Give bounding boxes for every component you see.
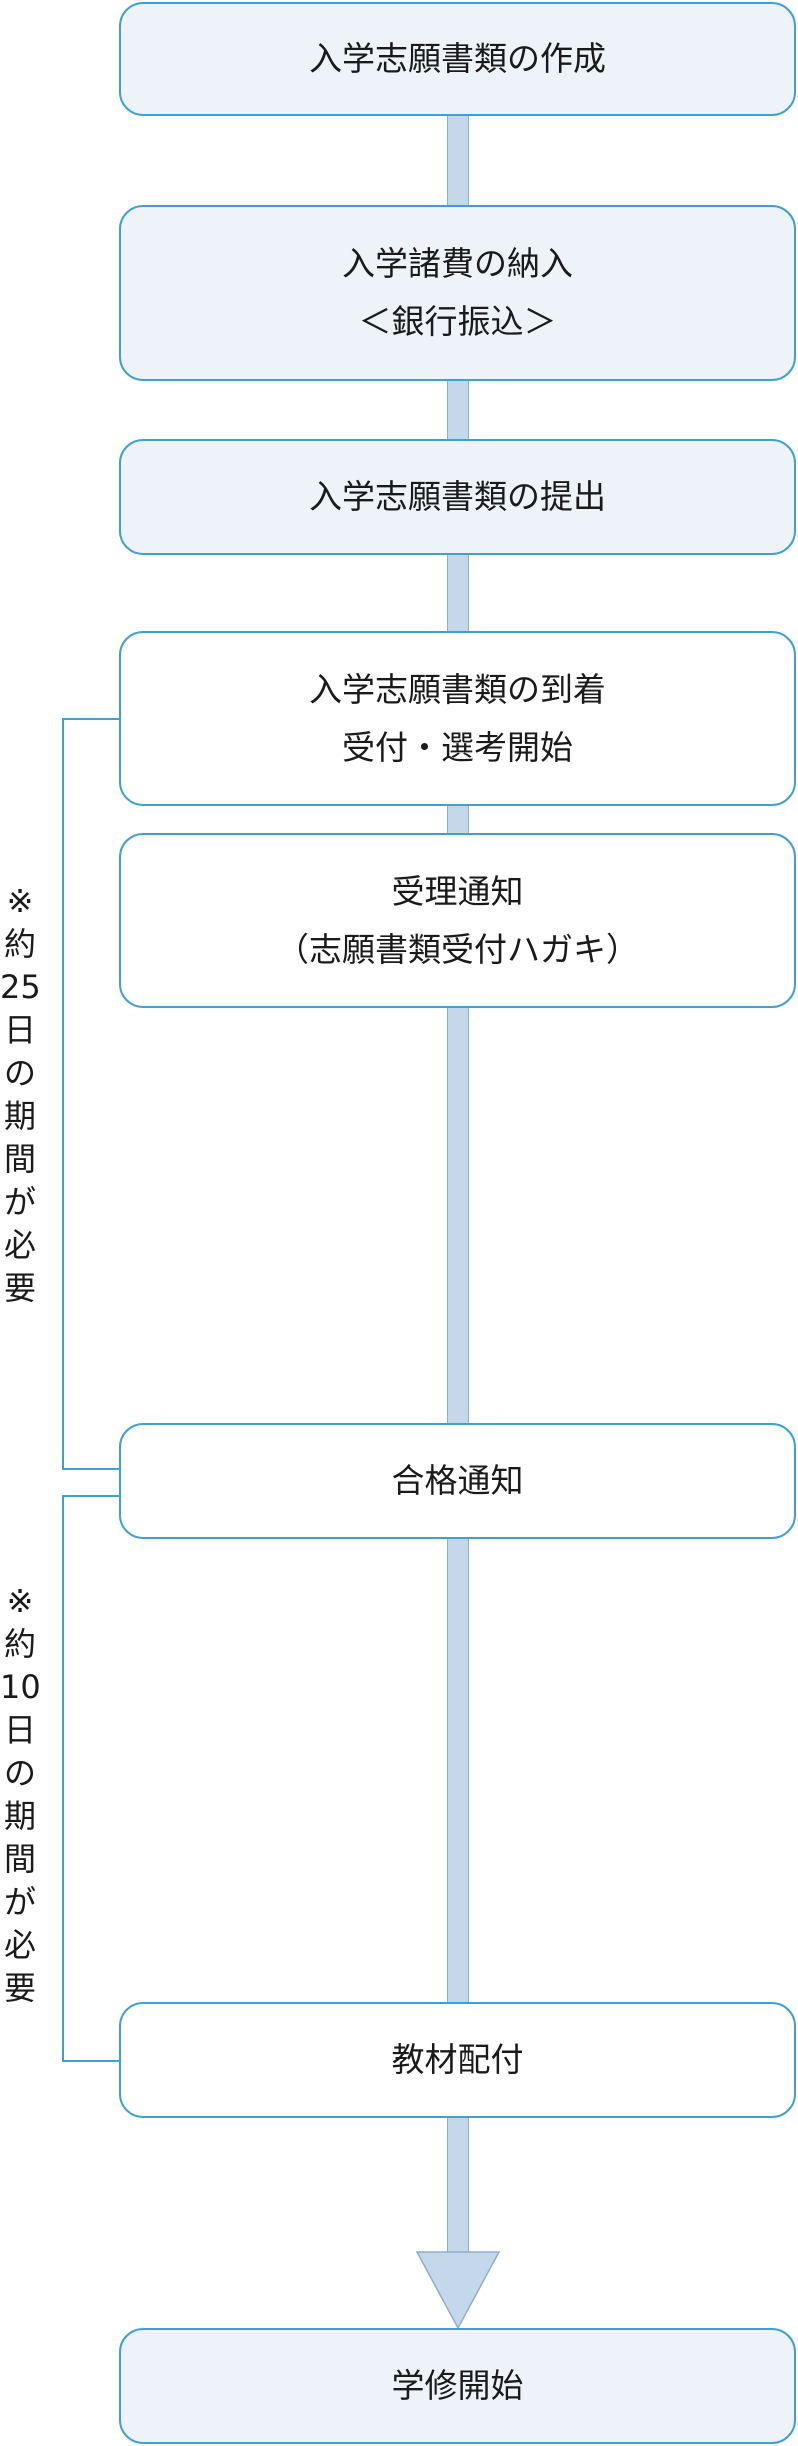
duration-note-25-days: ※ 約 25 日 の 期 間 が 必 要 [0,882,41,1307]
step-application-received: 入学志願書類の到着 受付・選考開始 [119,631,796,806]
step-label: 合格通知 [391,1461,524,1501]
step-sublabel: ＜銀行振込＞ [358,302,557,341]
step-submit-application: 入学志願書類の提出 [119,439,796,555]
step-label: 学修開始 [391,2366,524,2406]
step-acceptance-notice: 合格通知 [119,1423,796,1539]
step-label: 教材配付 [391,2040,524,2080]
step-materials-distribution: 教材配付 [119,2002,796,2118]
duration-bracket-10-days [62,1495,120,2062]
step-label: 入学志願書類の提出 [309,477,606,517]
step-sublabel: （志願書類受付ハガキ） [276,929,639,969]
step-label: 入学諸費の納入 [342,244,573,284]
step-label: 入学志願書類の作成 [309,39,606,79]
step-pay-fees: 入学諸費の納入 ＜銀行振込＞ [119,205,796,381]
step-label: 受理通知 [391,871,524,911]
duration-note-10-days: ※ 約 10 日 の 期 間 が 必 要 [0,1582,41,2007]
step-sublabel: 受付・選考開始 [342,727,573,767]
step-start-study: 学修開始 [119,2328,796,2444]
step-prepare-application: 入学志願書類の作成 [119,2,796,116]
step-label: 入学志願書類の到着 [309,669,606,709]
step-receipt-notice: 受理通知 （志願書類受付ハガキ） [119,833,796,1008]
duration-bracket-25-days [62,718,120,1470]
